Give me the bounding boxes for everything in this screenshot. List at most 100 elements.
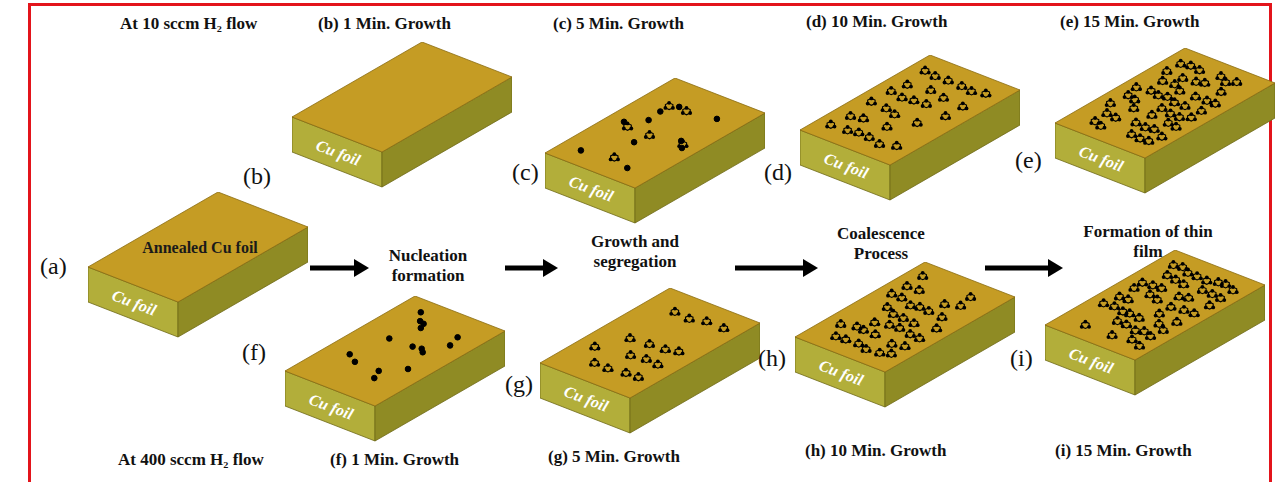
carbon-dot: [833, 125, 837, 129]
panel-letter: (g): [505, 370, 533, 399]
carbon-dot: [890, 289, 894, 293]
cu-foil-slab: Cu foil: [285, 296, 505, 446]
stage-label: Coalescence Process: [822, 224, 940, 265]
slab-drawing: [545, 78, 765, 228]
process-arrow: [505, 266, 545, 271]
carbon-dot: [889, 86, 893, 90]
carbon-dot: [896, 298, 900, 302]
carbon-dot: [1114, 297, 1118, 301]
carbon-dot: [1138, 341, 1142, 345]
carbon-dot: [1231, 82, 1235, 86]
carbon-dot: [1195, 271, 1199, 275]
carbon-dot: [652, 365, 656, 369]
nucleus-dot: [646, 117, 652, 123]
carbon-dot: [1173, 307, 1177, 311]
carbon-dot: [839, 319, 843, 323]
carbon-dot: [944, 111, 948, 115]
nucleus-dot: [578, 148, 584, 154]
carbon-dot: [1175, 317, 1179, 321]
carbon-dot: [950, 81, 954, 85]
carbon-dot: [920, 71, 924, 75]
carbon-dot: [866, 102, 870, 106]
carbon-dot: [1173, 297, 1177, 301]
graphene-nuclei: [1089, 59, 1242, 145]
cu-foil-slab: Cu foil: [292, 42, 512, 192]
carbon-dot: [886, 294, 890, 298]
carbon-dot: [1191, 298, 1195, 302]
carbon-dot: [1110, 118, 1114, 122]
carbon-dot: [1146, 91, 1150, 95]
carbon-dot: [1157, 319, 1161, 323]
carbon-dot: [973, 91, 977, 95]
carbon-dot: [901, 286, 905, 290]
carbon-dot: [726, 328, 730, 332]
carbon-dot: [626, 122, 630, 126]
carbon-dot: [685, 106, 689, 110]
carbon-dot: [912, 334, 916, 338]
carbon-dot: [1157, 309, 1161, 313]
nucleus-dot: [417, 318, 423, 324]
carbon-dot: [1200, 106, 1204, 110]
nucleus-dot: [625, 165, 631, 171]
carbon-dot: [1110, 330, 1114, 334]
carbon-dot: [1156, 137, 1160, 141]
carbon-dot: [851, 327, 855, 331]
carbon-dot: [1231, 285, 1235, 289]
carbon-dot: [1161, 71, 1165, 75]
carbon-dot: [899, 346, 903, 350]
carbon-dot: [857, 127, 861, 131]
carbon-dot: [927, 71, 931, 75]
carbon-dot: [1169, 71, 1173, 75]
carbon-dot: [1102, 298, 1106, 302]
carbon-dot: [902, 85, 906, 89]
carbon-dot: [1161, 314, 1165, 318]
carbon-dot: [681, 111, 685, 115]
carbon-dot: [1129, 100, 1133, 104]
carbon-dot: [1095, 126, 1099, 130]
carbon-dot: [1118, 291, 1122, 295]
carbon-dot: [886, 344, 890, 348]
carbon-dot: [843, 324, 847, 328]
carbon-dot: [848, 339, 852, 343]
carbon-dot: [921, 104, 925, 108]
process-arrow: [310, 266, 356, 271]
carbon-dot: [1118, 118, 1122, 122]
cu-foil-slab: Cu foil: [1045, 250, 1265, 400]
carbon-dot: [602, 368, 606, 372]
carbon-dot: [660, 365, 664, 369]
cu-foil-slab: [292, 42, 512, 187]
carbon-dot: [722, 323, 726, 327]
carbon-dot: [622, 127, 626, 131]
carbon-dot: [915, 118, 919, 122]
carbon-dot: [861, 344, 865, 348]
carbon-dot: [898, 323, 902, 327]
carbon-dot: [1215, 76, 1219, 80]
carbon-dot: [957, 107, 961, 111]
carbon-dot: [917, 285, 921, 289]
carbon-dot: [858, 119, 862, 123]
carbon-dot: [1109, 113, 1113, 117]
cu-foil-slab: [795, 262, 1015, 407]
carbon-dot: [918, 333, 922, 337]
carbon-dot: [853, 133, 857, 137]
carbon-dot: [1156, 108, 1160, 112]
carbon-dot: [1152, 336, 1156, 340]
carbon-dot: [1239, 82, 1243, 86]
carbon-dot: [905, 80, 909, 84]
carbon-dot: [673, 307, 677, 311]
carbon-dot: [862, 325, 866, 329]
carbon-dot: [825, 125, 829, 129]
carbon-dot: [1203, 111, 1207, 115]
cu-foil-slab: Cu foil: [540, 288, 760, 438]
carbon-dot: [1227, 290, 1231, 294]
carbon-dot: [1165, 114, 1169, 118]
carbon-dot: [677, 346, 681, 350]
slab-drawing: [1045, 250, 1265, 400]
carbon-dot: [939, 304, 943, 308]
carbon-dot: [870, 97, 874, 101]
carbon-dot: [923, 311, 927, 315]
panel-caption: (h) 10 Min. Growth: [805, 441, 946, 461]
carbon-dot: [946, 304, 950, 308]
carbon-dot: [1126, 134, 1130, 138]
carbon-dot: [593, 342, 597, 346]
